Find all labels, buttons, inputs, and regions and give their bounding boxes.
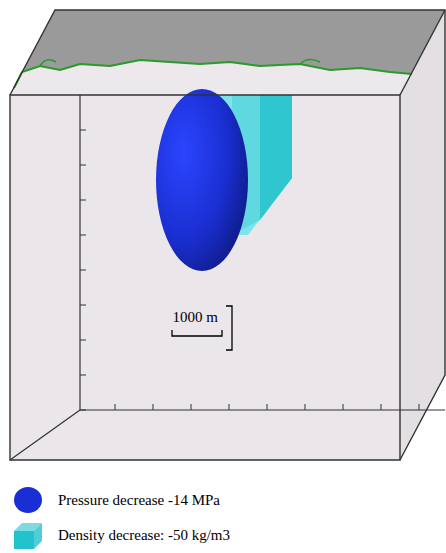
axis-tick bbox=[381, 404, 382, 410]
axis-tick bbox=[80, 165, 86, 166]
axis-tick bbox=[80, 270, 86, 271]
axis-tick bbox=[115, 404, 116, 410]
axis-tick bbox=[80, 340, 86, 341]
back-edge bbox=[10, 410, 80, 460]
prism-swatch bbox=[10, 519, 46, 551]
legend-text: Density decrease: -50 kg/m3 bbox=[58, 527, 230, 544]
axis-tick bbox=[419, 404, 420, 410]
axis-tick bbox=[80, 375, 86, 376]
top-edge bbox=[400, 10, 445, 95]
sea-area bbox=[10, 60, 412, 95]
front-edges bbox=[10, 95, 400, 460]
outer-edges bbox=[10, 10, 445, 460]
coastline bbox=[14, 60, 412, 88]
scale-bar bbox=[172, 306, 232, 350]
density-prism-side bbox=[260, 95, 292, 220]
axis-tick bbox=[80, 305, 86, 306]
axis-tick bbox=[191, 404, 192, 410]
axis-tick bbox=[153, 404, 154, 410]
scale-label: 1000 m bbox=[173, 309, 218, 326]
legend-text: Pressure decrease -14 MPa bbox=[58, 492, 220, 509]
coastline-detail bbox=[40, 59, 320, 66]
axis-tick bbox=[267, 404, 268, 410]
ellipse-swatch bbox=[10, 484, 46, 516]
top-face bbox=[10, 10, 445, 95]
axis-tick bbox=[80, 410, 86, 411]
axis-tick bbox=[80, 235, 86, 236]
back-edges bbox=[80, 95, 445, 410]
axis-tick bbox=[229, 404, 230, 410]
axis-tick bbox=[80, 200, 86, 201]
axis-tick bbox=[305, 404, 306, 410]
axis-tick bbox=[80, 130, 86, 131]
axis-tick bbox=[343, 404, 344, 410]
pressure-ellipsoid bbox=[156, 89, 248, 271]
